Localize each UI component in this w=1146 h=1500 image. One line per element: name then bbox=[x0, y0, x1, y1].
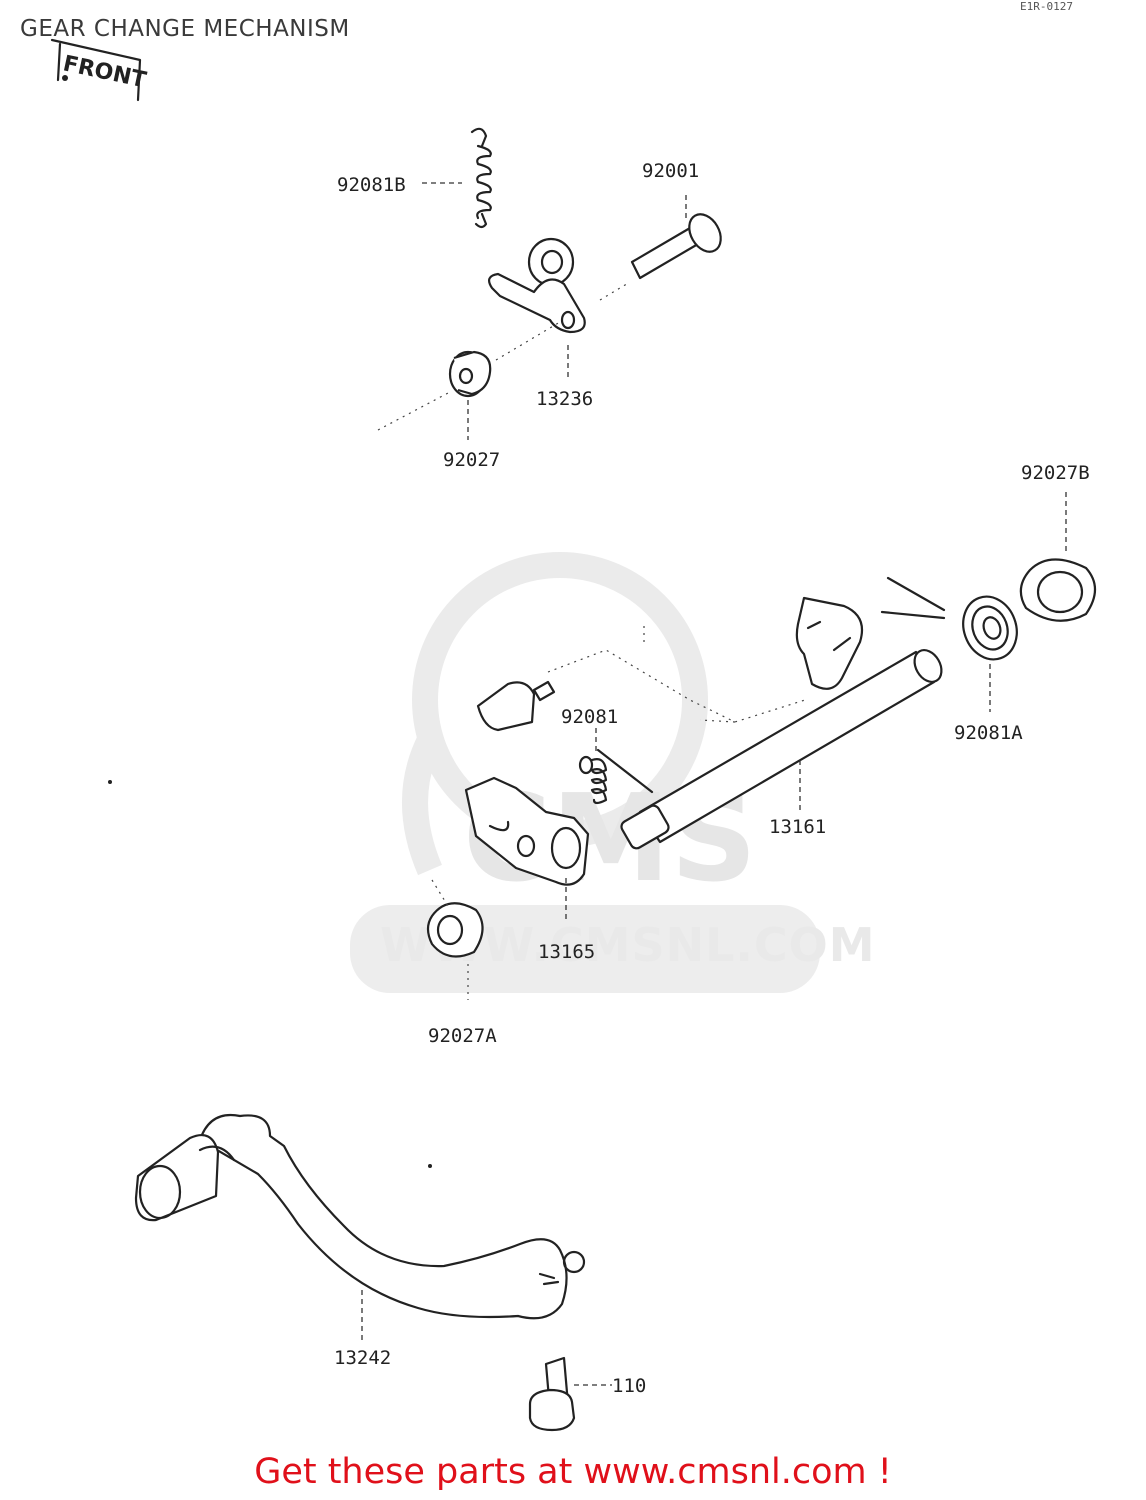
bolt-110 bbox=[528, 1356, 612, 1432]
label-92027a: 92027A bbox=[428, 1025, 497, 1047]
label-92001: 92001 bbox=[642, 160, 700, 182]
spring-92081a bbox=[880, 576, 1018, 712]
pedal-13242 bbox=[108, 780, 586, 1342]
spring-92081b bbox=[422, 127, 492, 229]
plate-13165 bbox=[464, 776, 590, 920]
shaft-13161 bbox=[620, 596, 943, 850]
collar-92027b bbox=[1019, 492, 1097, 622]
label-13242: 13242 bbox=[334, 1347, 392, 1369]
footer-link[interactable]: Get these parts at www.cmsnl.com ! bbox=[254, 1452, 892, 1492]
label-92081b: 92081B bbox=[337, 174, 406, 196]
label-92081a: 92081A bbox=[954, 722, 1023, 744]
collar-92027 bbox=[377, 350, 492, 440]
label-92027: 92027 bbox=[443, 449, 501, 471]
pin-assembly bbox=[476, 626, 806, 732]
label-92081: 92081 bbox=[561, 706, 619, 728]
diagram-title: GEAR CHANGE MECHANISM bbox=[20, 16, 350, 42]
label-13236: 13236 bbox=[536, 388, 594, 410]
diagram-code: E1R-0127 bbox=[1020, 0, 1073, 13]
label-110: 110 bbox=[612, 1375, 647, 1397]
label-92027b: 92027B bbox=[1021, 462, 1090, 484]
spring-92081 bbox=[578, 728, 654, 805]
bolt-92001 bbox=[599, 195, 722, 301]
collar-92027a bbox=[426, 879, 484, 1000]
label-13165: 13165 bbox=[538, 941, 596, 963]
front-tag: FRONT bbox=[50, 38, 148, 102]
lever-13236 bbox=[488, 237, 586, 378]
front-label: FRONT bbox=[61, 51, 148, 93]
label-13161: 13161 bbox=[769, 816, 827, 838]
